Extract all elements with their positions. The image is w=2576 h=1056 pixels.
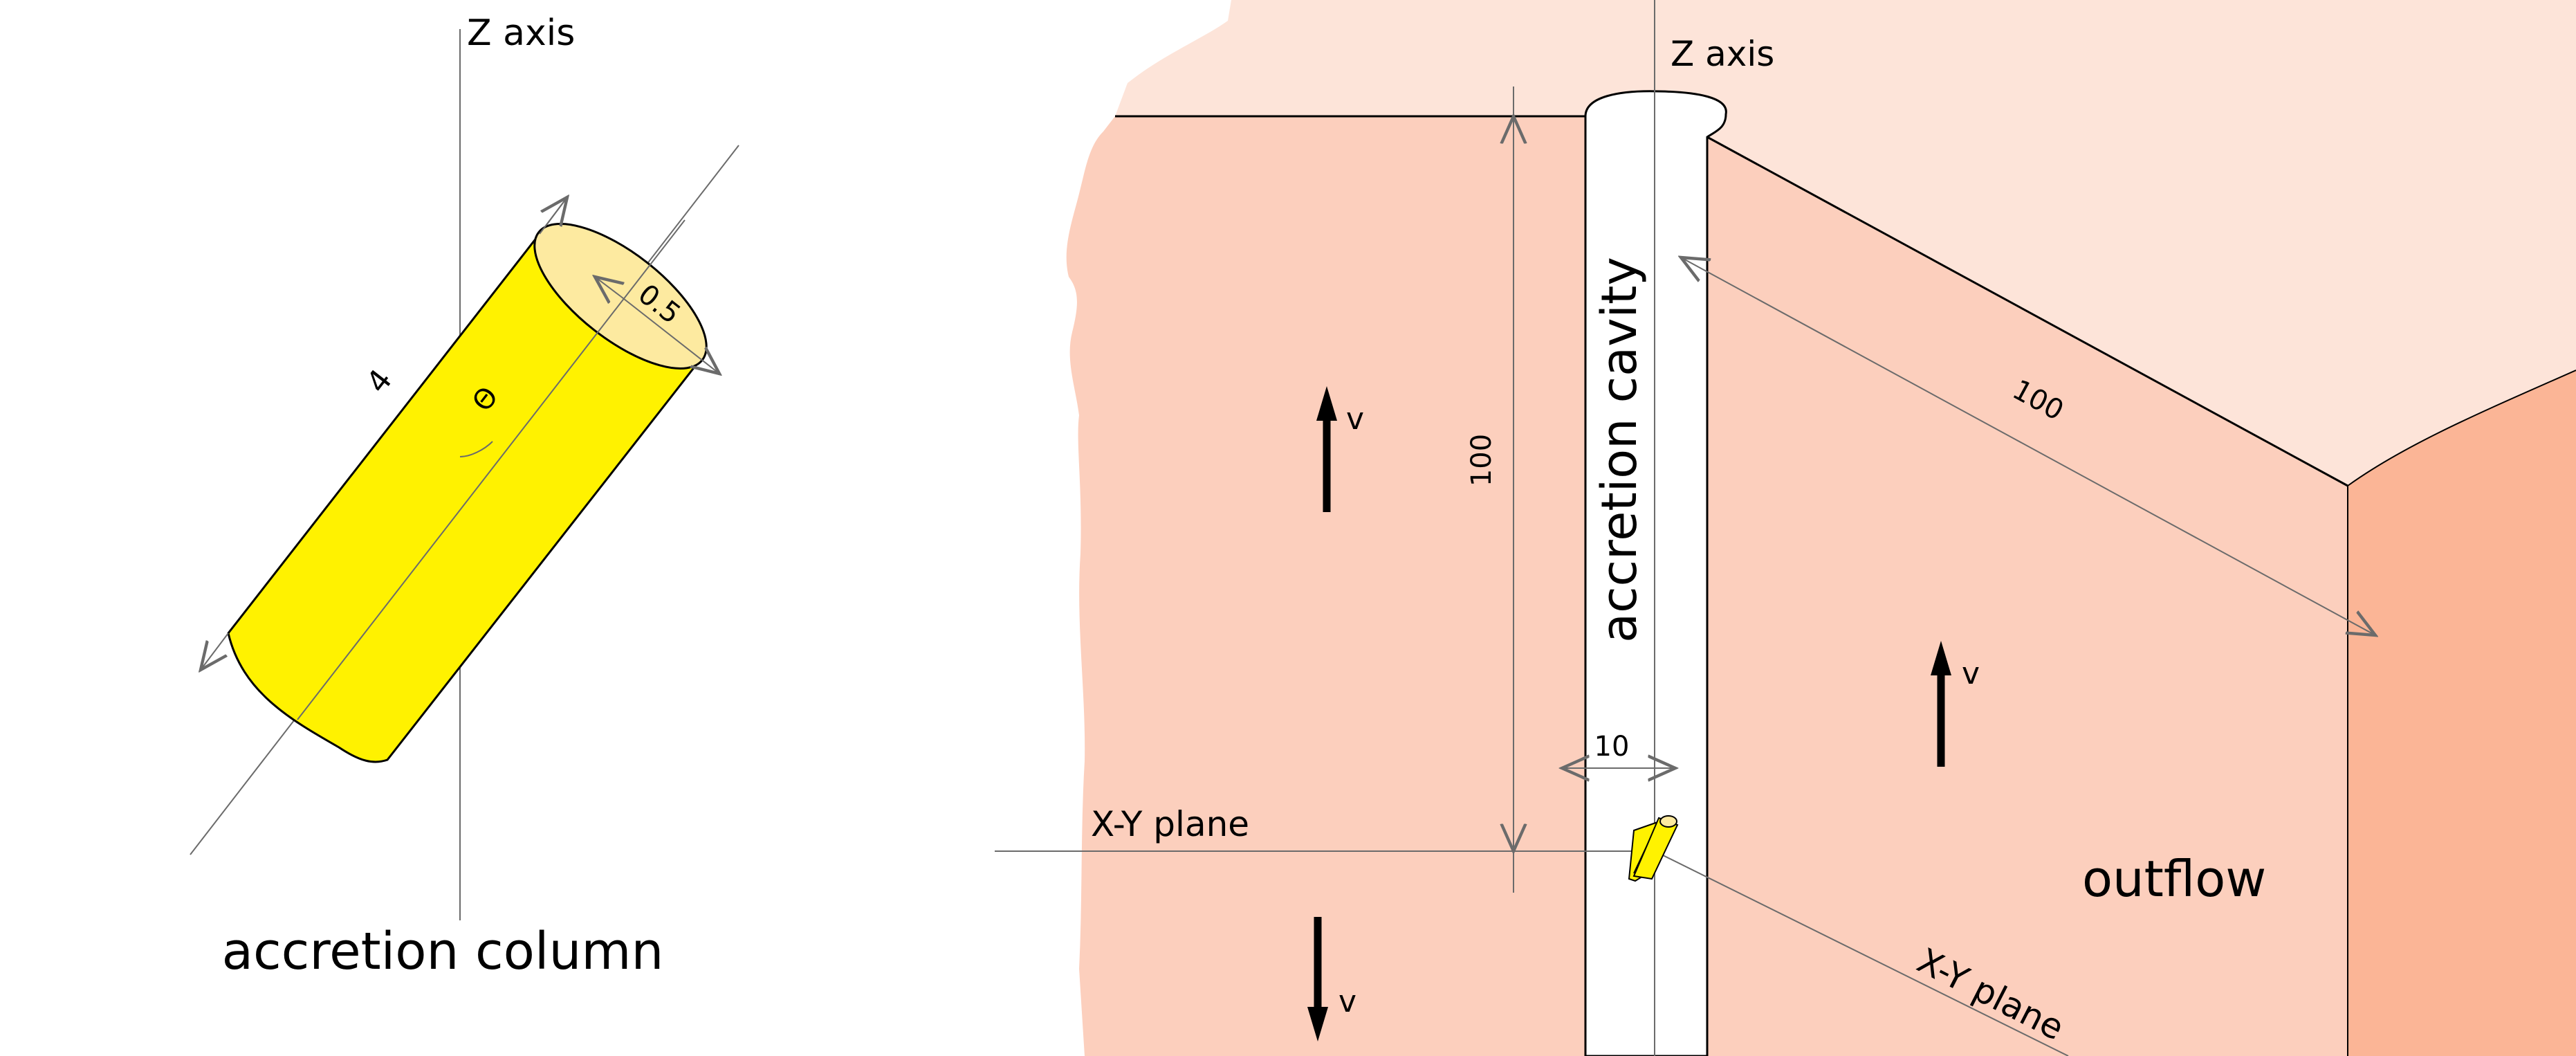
- cavity-label: accretion cavity: [1591, 257, 1648, 643]
- theta-arc: [459, 441, 493, 457]
- outflow-label: outflow: [2082, 850, 2266, 908]
- left-z-axis-label: Z axis: [467, 12, 575, 54]
- xy-plane-label: X-Y plane: [1091, 804, 1249, 844]
- width-dimension: 10: [1562, 731, 1675, 768]
- column-caption: accretion column: [222, 922, 664, 981]
- cylinder-body: [227, 232, 702, 763]
- velocity-arrow-down: [1307, 917, 1328, 1041]
- width-dim-label: 10: [1594, 731, 1630, 763]
- velocity-label-1: v: [1346, 401, 1364, 437]
- outflow-block: [1066, 0, 2576, 1056]
- velocity-label-3: v: [1338, 984, 1356, 1019]
- front-face: [1066, 116, 1585, 1056]
- xy-plane-lines: [995, 850, 2069, 1056]
- velocity-arrow-up-left: [1316, 386, 1337, 512]
- length-label: 4: [360, 363, 399, 399]
- height-dimension: 100: [1466, 87, 1514, 893]
- height-dim-label: 100: [1466, 434, 1498, 486]
- velocity-arrow-up-right: [1931, 641, 1951, 767]
- small-accretion-column: [1628, 815, 1679, 882]
- accretion-column: [190, 29, 739, 920]
- right-z-axis-label: Z axis: [1671, 34, 1774, 74]
- velocity-label-2: v: [1962, 656, 1980, 691]
- side-face: [2348, 370, 2576, 1056]
